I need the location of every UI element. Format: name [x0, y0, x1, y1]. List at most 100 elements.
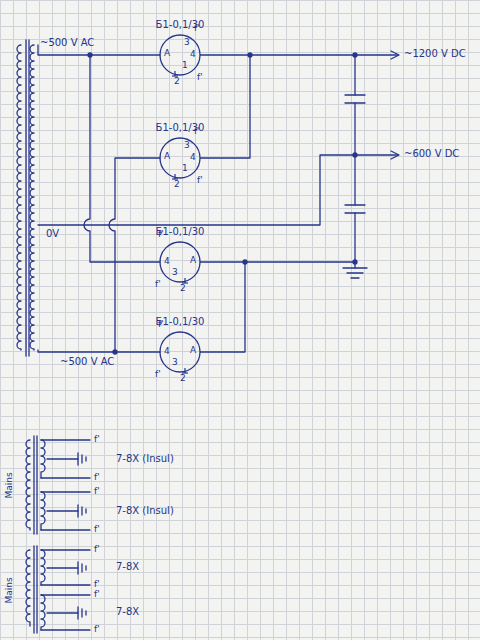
wire-connector	[200, 262, 245, 352]
ground-symbol	[77, 453, 78, 465]
center-tap	[47, 612, 78, 613]
tube-outline	[160, 242, 200, 282]
pin-label: f'	[94, 487, 100, 496]
ground-symbol	[81, 455, 82, 463]
pin-label: 2	[180, 284, 186, 293]
arrow-head	[391, 51, 399, 59]
ground-symbol	[77, 562, 78, 574]
pin-label: 2	[174, 180, 180, 189]
tube-type: Б1-0,1/30	[135, 226, 225, 238]
pin-label: 4	[190, 153, 196, 162]
transformer-core	[33, 546, 34, 633]
ground-symbol	[351, 277, 359, 278]
wire	[41, 439, 90, 440]
wire	[38, 350, 160, 352]
transformer-core	[33, 436, 34, 534]
tube-outline	[160, 332, 200, 372]
voltage-label: ~600 V DC	[404, 149, 459, 159]
valve-tube: Б1-0,1/30	[135, 316, 225, 372]
coil-winding	[41, 492, 45, 530]
transformer-core	[36, 436, 37, 534]
capacitor-symbol	[345, 94, 365, 95]
valve-tube: Б1-0,1/30	[135, 226, 225, 282]
pin-stub	[174, 71, 175, 76]
pin-label: A	[164, 152, 170, 161]
ground-symbol	[77, 505, 78, 517]
coil-winding	[26, 440, 30, 530]
transformer-core	[25, 40, 26, 356]
wire-connector	[200, 55, 250, 158]
pin-label: f'	[194, 127, 200, 136]
center-tap	[47, 458, 78, 459]
wire	[41, 584, 90, 585]
pin-label: f'	[94, 545, 100, 554]
pin-label: f'	[94, 473, 100, 482]
wire	[41, 549, 90, 550]
pin-stub	[184, 278, 185, 283]
pin-label: 4	[164, 257, 170, 266]
voltage-label: ~500 V AC	[60, 357, 114, 367]
tube-type: Б1-0,1/30	[135, 19, 225, 31]
ground-symbol	[343, 267, 367, 268]
ground-symbol	[81, 564, 82, 572]
voltage-label: ~1200 V DC	[404, 49, 466, 59]
wire	[354, 55, 355, 95]
pin-label: f'	[94, 580, 100, 589]
voltage-label: 7-8X (Insul)	[116, 454, 174, 464]
wire	[41, 629, 90, 630]
winding-label: Mains	[5, 472, 14, 498]
pin-label: A	[164, 49, 170, 58]
voltage-label: ~500 V AC	[40, 38, 94, 48]
junction-dot	[88, 53, 92, 57]
pin-label: A	[190, 256, 196, 265]
voltage-label: 7-8X	[116, 607, 139, 617]
valve-tube: Б1-0,1/30	[135, 19, 225, 75]
wire	[109, 158, 160, 352]
pin-label: f'	[94, 525, 100, 534]
voltage-label: 7-8X (Insul)	[116, 506, 174, 516]
pin-label: f'	[94, 625, 100, 634]
pin-label: 1	[182, 164, 188, 173]
ground-symbol	[77, 607, 78, 619]
ground-symbol	[347, 272, 363, 273]
pin-label: f'	[158, 230, 164, 239]
wire	[41, 529, 90, 530]
winding-label: Mains	[5, 577, 14, 603]
pin-label: f'	[155, 370, 161, 379]
pin-stub	[184, 368, 185, 373]
pin-label: f'	[194, 24, 200, 33]
center-tap	[47, 510, 78, 511]
pin-label: 3	[184, 38, 190, 47]
transformer-core	[36, 546, 37, 633]
pin-label: A	[190, 346, 196, 355]
center-tap	[47, 567, 78, 568]
junction-dot	[353, 53, 357, 57]
ground-symbol	[85, 509, 86, 513]
ground-symbol	[81, 609, 82, 617]
tube-type: Б1-0,1/30	[135, 316, 225, 328]
wire	[41, 491, 90, 492]
ground-symbol	[85, 566, 86, 570]
ground-symbol	[85, 611, 86, 615]
wire	[41, 594, 90, 595]
pin-label: f'	[158, 320, 164, 329]
valve-tube: Б1-0,1/30	[135, 122, 225, 178]
coil-winding	[26, 550, 30, 626]
wire	[245, 261, 355, 262]
junction-dot	[353, 260, 357, 264]
wire	[41, 477, 90, 478]
pin-label: f'	[197, 73, 203, 82]
pin-label: f'	[94, 435, 100, 444]
junction-dot	[353, 153, 357, 157]
coil-winding	[30, 45, 34, 350]
pin-label: 2	[180, 374, 186, 383]
coil-winding	[41, 595, 45, 630]
tube-outline	[160, 35, 200, 75]
pin-label: f'	[197, 176, 203, 185]
coil-winding	[41, 550, 45, 585]
coil-winding	[17, 45, 21, 350]
wire	[38, 155, 398, 225]
transformer-core	[28, 40, 29, 356]
